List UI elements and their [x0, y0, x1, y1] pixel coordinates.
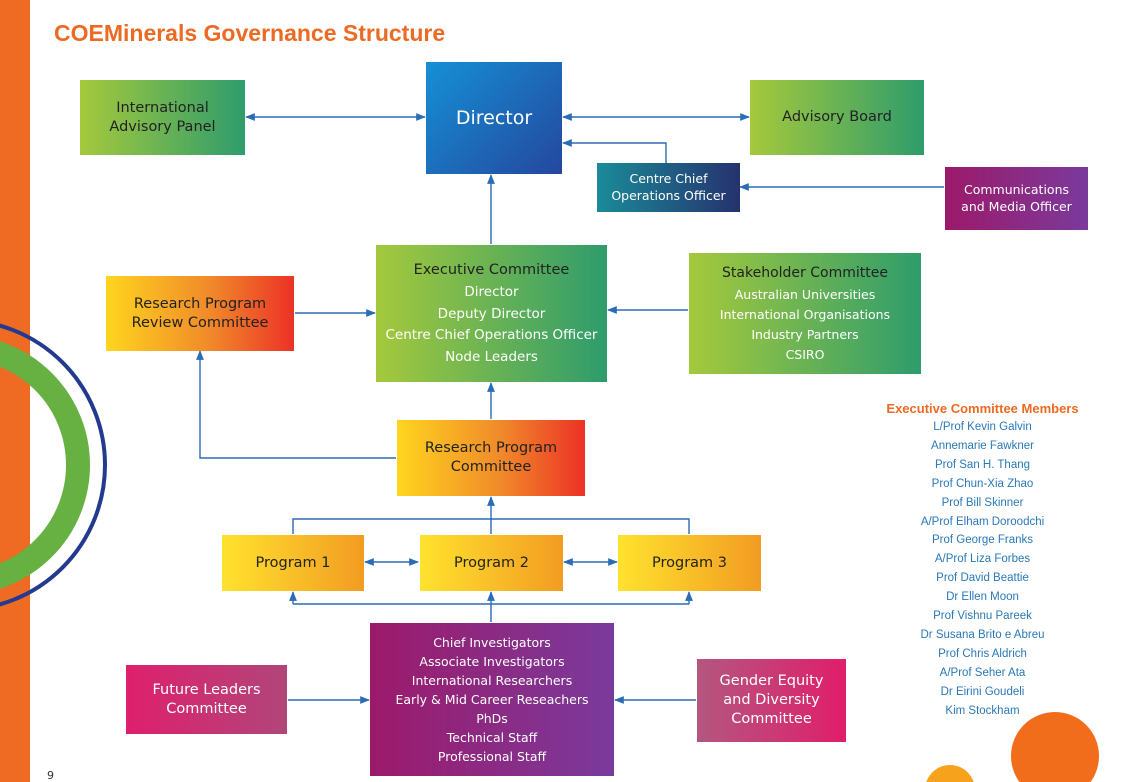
program-3-label: Program 3 — [651, 554, 727, 571]
member-name: Dr Ellen Moon — [946, 591, 1019, 604]
researcher-group: Early & Mid Career Reseachers — [395, 692, 589, 707]
international-advisory-panel-box: International Advisory Panel — [80, 80, 245, 155]
decorative-orange-ball — [1011, 712, 1099, 782]
connector-ccoo-director — [562, 139, 667, 163]
future-leaders-box: Future Leaders Committee — [126, 665, 287, 734]
executive-members-list: Executive Committee Members L/Prof Kevin… — [870, 401, 1095, 721]
researcher-group: International Researchers — [411, 673, 573, 688]
members-heading: Executive Committee Members — [886, 401, 1079, 416]
exec-heading: Executive Committee — [413, 261, 570, 278]
communications-media-box: Communications and Media Officer — [945, 167, 1088, 230]
decorative-ring-navy — [0, 323, 107, 607]
exec-item: Node Leaders — [445, 348, 538, 365]
stakeholder-committee-box: Stakeholder Committee Australian Univers… — [689, 253, 921, 374]
member-name: A/Prof Seher Ata — [939, 666, 1026, 679]
member-name: Annemarie Fawkner — [931, 439, 1034, 452]
centre-chief-ops-box: Centre Chief Operations Officer — [597, 163, 740, 212]
program-3-box: Program 3 — [618, 535, 761, 591]
member-name: Prof David Beattie — [936, 572, 1029, 585]
stakeholder-item: International Organisations — [719, 306, 891, 322]
program-2-label: Program 2 — [453, 554, 529, 571]
gender-equity-line-2: and Diversity — [723, 692, 820, 709]
rpc-line-1: Research Program — [424, 440, 558, 457]
member-name: Prof San H. Thang — [934, 458, 1031, 471]
rpc-line-2: Committee — [450, 459, 532, 475]
gender-equity-box: Gender Equity and Diversity Committee — [697, 659, 846, 742]
researchers-box: Chief Investigators Associate Investigat… — [370, 623, 614, 776]
member-name: Kim Stockham — [945, 704, 1020, 717]
member-name: Dr Susana Brito e Abreu — [920, 628, 1045, 641]
page-title: COEMinerals Governance Structure — [54, 20, 446, 46]
member-name: Dr Eirini Goudeli — [940, 685, 1025, 698]
rprc-line-2: Review Committee — [131, 314, 269, 331]
program-1-box: Program 1 — [222, 535, 364, 591]
researcher-group: Chief Investigators — [433, 635, 551, 650]
stakeholder-item: Industry Partners — [751, 326, 859, 342]
decorative-yellow-ball — [926, 765, 974, 782]
member-name: Prof Chris Aldrich — [938, 647, 1027, 660]
ccoo-line-1: Centre Chief — [629, 171, 708, 187]
member-name: Prof Chun-Xia Zhao — [931, 477, 1034, 490]
executive-committee-box: Executive Committee Director Deputy Dire… — [376, 245, 607, 382]
exec-item: Director — [464, 283, 519, 300]
advisory-board-box: Advisory Board — [750, 80, 924, 155]
decorative-ring-green — [0, 341, 90, 589]
member-name: Prof Vishnu Pareek — [933, 610, 1032, 623]
future-leaders-line-1: Future Leaders — [152, 681, 261, 698]
director-box: Director — [426, 62, 562, 174]
iap-line-2: Advisory Panel — [109, 118, 216, 135]
stakeholder-heading: Stakeholder Committee — [722, 265, 888, 282]
future-leaders-line-2: Committee — [166, 700, 247, 717]
comms-line-1: Communications — [963, 182, 1070, 198]
left-orange-stripe — [0, 0, 30, 782]
member-name: A/Prof Elham Doroodchi — [920, 515, 1045, 528]
stakeholder-item: Australian Universities — [734, 286, 876, 302]
comms-line-2: and Media Officer — [961, 198, 1072, 214]
connector-programs-bracket-top — [292, 518, 690, 534]
gender-equity-line-3: Committee — [731, 710, 812, 727]
member-name: Prof George Franks — [932, 534, 1033, 547]
member-name: A/Prof Liza Forbes — [934, 553, 1031, 566]
gender-equity-line-1: Gender Equity — [719, 673, 824, 690]
stakeholder-item: CSIRO — [785, 346, 825, 362]
program-1-label: Program 1 — [255, 554, 331, 571]
ccoo-line-2: Operations Officer — [611, 187, 726, 203]
research-program-review-box: Research Program Review Committee — [106, 276, 294, 351]
iap-line-1: International — [116, 99, 209, 116]
director-label: Director — [455, 106, 533, 129]
connector-rpc-review — [196, 350, 396, 459]
rprc-line-1: Research Program — [133, 295, 267, 312]
exec-item: Centre Chief Operations Officer — [385, 327, 598, 344]
research-program-committee-box: Research Program Committee — [397, 420, 585, 496]
researcher-group: PhDs — [476, 711, 508, 726]
program-2-box: Program 2 — [420, 535, 563, 591]
researcher-group: Technical Staff — [446, 730, 538, 745]
exec-item: Deputy Director — [437, 305, 546, 322]
researcher-group: Professional Staff — [437, 749, 547, 764]
researcher-group: Associate Investigators — [419, 654, 565, 669]
advisory-board-label: Advisory Board — [782, 109, 892, 126]
member-name: L/Prof Kevin Galvin — [933, 421, 1032, 433]
member-name: Prof Bill Skinner — [941, 496, 1024, 509]
page-number: 9 — [47, 769, 54, 782]
